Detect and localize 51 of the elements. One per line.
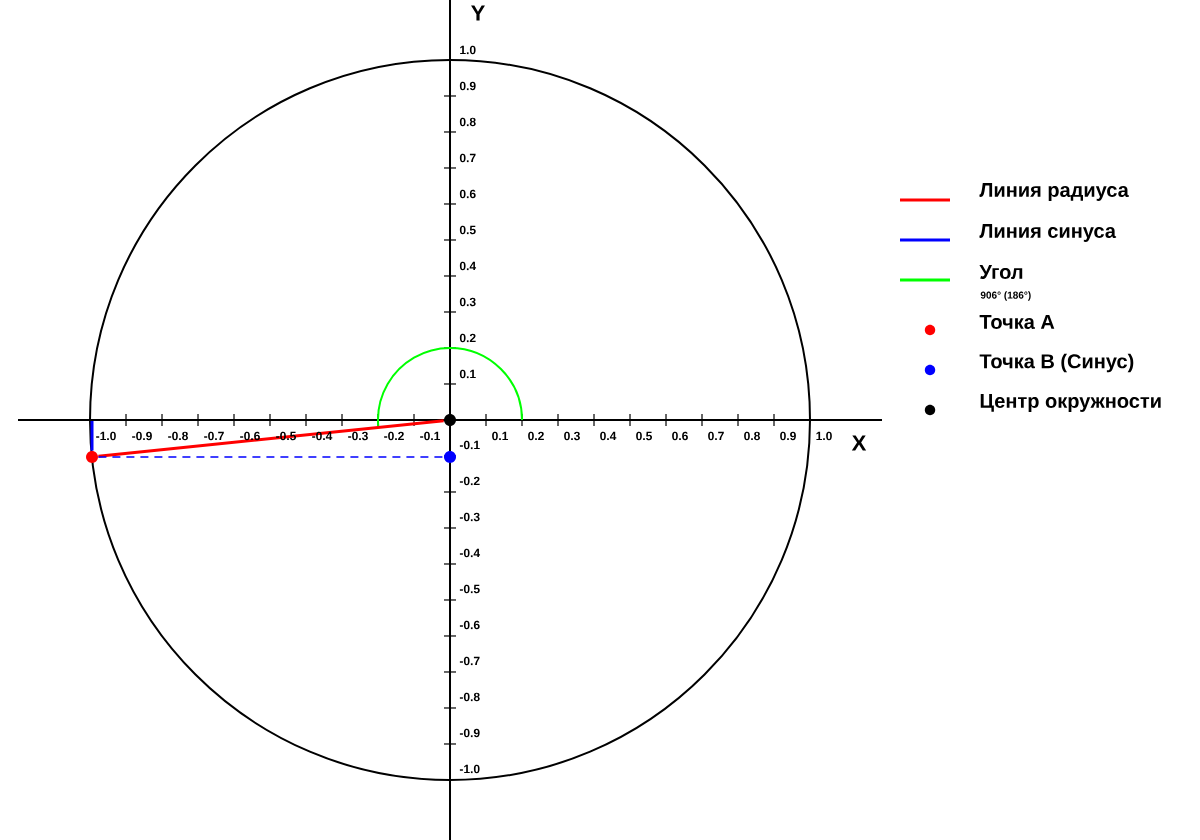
tick-label: -1.0 — [96, 431, 116, 441]
tick-label: 1.0 — [460, 45, 476, 55]
tick-label: 0.8 — [744, 431, 760, 441]
tick-label: -0.6 — [240, 431, 260, 441]
tick-label: 0.1 — [492, 431, 508, 441]
tick-label: -0.4 — [459, 548, 481, 558]
sine-line — [90, 421, 94, 451]
tick-label: 0.3 — [459, 297, 476, 307]
tick-label: -0.2 — [384, 431, 404, 441]
tick-label: -0.8 — [459, 692, 480, 702]
tick-label: -0.5 — [459, 584, 480, 594]
tick-label: -0.4 — [312, 431, 333, 441]
legend-label: Линия синуса — [979, 224, 1117, 242]
legend-label: Точка B (Синус) — [979, 353, 1134, 373]
tick-label: -0.6 — [459, 620, 480, 630]
tick-label: 0.6 — [672, 431, 688, 441]
tick-label: -1.0 — [459, 764, 480, 774]
axis-label: Y — [471, 5, 485, 21]
tick-label: 0.9 — [780, 431, 796, 441]
tick-label: -0.9 — [132, 431, 152, 441]
legend-label: Точка A — [979, 315, 1055, 329]
tick-label: 1.0 — [816, 431, 832, 441]
tick-label: -0.3 — [459, 512, 480, 522]
tick-label: -0.2 — [459, 476, 480, 486]
tick-label: 0.5 — [459, 225, 476, 235]
legend-label: Центр окружности — [980, 394, 1161, 412]
axis-label: X — [851, 435, 867, 451]
tick-label: -0.7 — [459, 656, 480, 666]
tick-label: 0.4 — [459, 261, 477, 271]
legend-label: Линия радиуса — [979, 183, 1129, 201]
tick-label: -0.8 — [168, 431, 188, 441]
tick-label: -0.1 — [420, 431, 440, 441]
tick-label: 0.6 — [459, 189, 476, 199]
tick-label: 0.4 — [600, 431, 617, 441]
projection-line — [97, 456, 445, 458]
tick-label: 0.7 — [708, 431, 724, 441]
tick-label: 0.9 — [459, 81, 476, 91]
legend-label: Угол — [979, 265, 1023, 279]
tick-label: -0.3 — [348, 431, 368, 441]
tick-label: 0.5 — [636, 431, 652, 441]
tick-label: 0.1 — [459, 369, 476, 379]
tick-label: 0.2 — [459, 333, 476, 343]
tick-label: -0.7 — [204, 431, 224, 441]
tick-label: 0.8 — [459, 117, 476, 127]
angle-value: 906° (186°) — [980, 291, 1031, 301]
tick-label: -0.1 — [459, 440, 480, 450]
tick-label: 0.2 — [528, 431, 544, 441]
radius-line — [98, 419, 444, 458]
tick-label: 0.7 — [459, 153, 476, 163]
tick-label: -0.9 — [459, 728, 480, 738]
tick-label: 0.3 — [564, 431, 580, 441]
